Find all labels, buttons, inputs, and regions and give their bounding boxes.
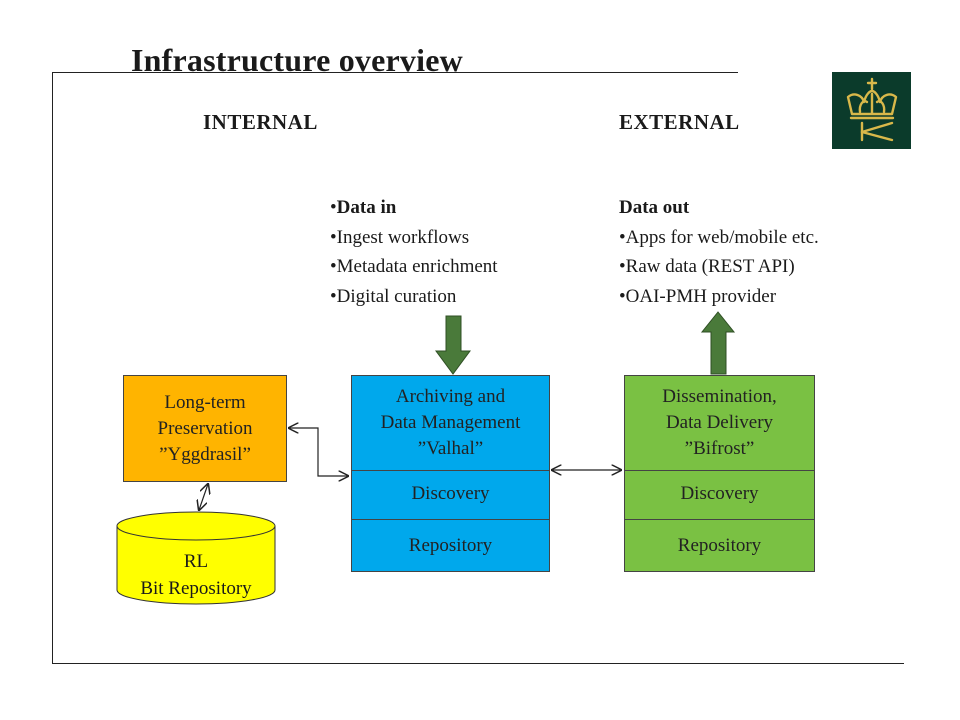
preservation-box: Long-term Preservation ”Yggdrasil”	[123, 375, 287, 482]
preservation-line-2: Preservation	[157, 417, 253, 439]
archiving-repository-label: Repository	[408, 534, 493, 556]
data-out-list: Data out •Apps for web/mobile etc. •Raw …	[619, 193, 819, 311]
data-in-item-1: •Ingest workflows	[330, 226, 470, 248]
data-out-item-1: •Apps for web/mobile etc.	[619, 226, 819, 248]
dissemination-repository-label: Repository	[677, 534, 762, 556]
data-out-arrow	[700, 311, 736, 375]
dissemination-discovery-box: Discovery	[624, 470, 815, 520]
data-out-title: Data out	[619, 197, 690, 218]
external-label: EXTERNAL	[619, 110, 740, 134]
preservation-archiving-arrow	[289, 428, 348, 476]
crown-icon	[846, 77, 898, 142]
data-in-title: •Data in	[330, 197, 397, 218]
bit-repository-line-1: RL	[183, 551, 209, 572]
archiving-line-3: ”Valhal”	[417, 438, 484, 459]
archiving-box: Archiving and Data Management ”Valhal”	[351, 375, 550, 471]
logo	[832, 72, 911, 149]
frame-bottom-line	[52, 663, 904, 664]
preservation-line-1: Long-term	[164, 391, 246, 413]
dissemination-line-2: Data Delivery	[665, 412, 774, 433]
bit-repository-cylinder	[116, 511, 276, 605]
data-in-item-2: •Metadata enrichment	[330, 256, 498, 277]
dissemination-repository-box: Repository	[624, 519, 815, 572]
preservation-bitrepo-arrow	[199, 484, 208, 510]
data-out-item-3: •OAI-PMH provider	[619, 285, 777, 307]
frame-top-line	[52, 72, 738, 73]
dissemination-line-3: ”Bifrost”	[684, 438, 755, 459]
data-in-item-3: •Digital curation	[330, 285, 457, 307]
frame-left-line	[52, 72, 53, 664]
bit-repository-text: RL Bit Repository	[117, 548, 275, 602]
archiving-line-1: Archiving and	[395, 386, 506, 407]
internal-label: INTERNAL	[203, 110, 318, 134]
data-in-list: •Data in •Ingest workflows •Metadata enr…	[330, 193, 498, 311]
dissemination-line-1: Dissemination,	[662, 386, 777, 407]
archiving-line-2: Data Management	[380, 412, 521, 433]
dissemination-box: Dissemination, Data Delivery ”Bifrost”	[624, 375, 815, 471]
archiving-repository-box: Repository	[351, 519, 550, 572]
bit-repository-line-2: Bit Repository	[140, 578, 252, 599]
data-out-item-2: •Raw data (REST API)	[619, 256, 795, 277]
page-title: Infrastructure overview	[131, 42, 463, 78]
preservation-line-3: ”Yggdrasil”	[159, 443, 251, 465]
archiving-discovery-label: Discovery	[411, 483, 490, 504]
dissemination-discovery-label: Discovery	[680, 483, 759, 504]
data-in-arrow	[435, 315, 471, 375]
